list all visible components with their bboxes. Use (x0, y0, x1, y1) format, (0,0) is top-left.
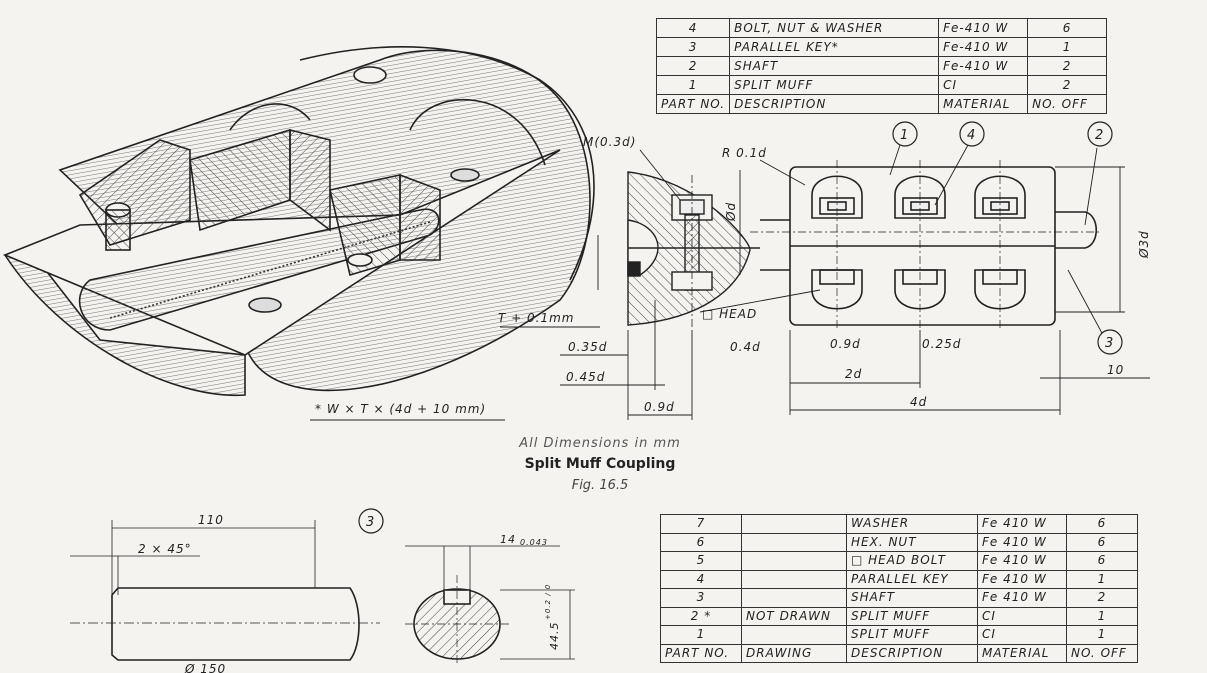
balloon-3-detail (358, 508, 384, 534)
shaft-detail (70, 520, 380, 661)
table-row: 7 WASHER Fe 410 W 6 (660, 514, 1138, 534)
balloon-3 (1097, 329, 1123, 355)
balloon-1-label: 1 (900, 128, 909, 143)
label-head: □ HEAD (702, 307, 757, 321)
balloon-3-label: 3 (1105, 336, 1114, 351)
label-2d: 2d (845, 367, 862, 381)
balloon-4-label: 4 (967, 128, 976, 143)
table-row: 1 SPLIT MUFF CI 1 (660, 625, 1138, 645)
label-od: Ød (724, 202, 738, 222)
label-09d-a: 0.9d (644, 400, 675, 414)
label-035d: 0.35d (568, 340, 607, 354)
bom-table-bottom: 7 WASHER Fe 410 W 6 6 HEX. NUT Fe 410 W … (660, 514, 1138, 663)
dimension-lines (500, 144, 1150, 420)
label-key-width: 14 (500, 533, 516, 546)
key-note: * W × T × (4d + 10 mm) (315, 402, 486, 416)
isometric-view (2, 46, 595, 397)
bom-table-top: 4 BOLT, NUT & WASHER Fe-410 W 6 3 PARALL… (655, 18, 1108, 114)
label-10: 10 (1107, 363, 1124, 377)
table-row: 3 SHAFT Fe 410 W 2 (660, 588, 1138, 608)
label-110: 110 (198, 513, 224, 527)
section-view (627, 171, 760, 330)
label-key-width-tol: 0.043 (520, 538, 548, 547)
label-chamfer: 2 × 45° (138, 542, 192, 556)
label-t-plus: T + 0.1mm (498, 311, 574, 325)
table-row: 2 SHAFT Fe-410 W 2 (655, 56, 1108, 76)
table-header-row: PART NO. DESCRIPTION MATERIAL NO. OFF (655, 94, 1108, 114)
label-m: M(0.3d) (583, 135, 636, 149)
units-caption: All Dimensions in mm (519, 436, 681, 451)
table-row: 5 □ HEAD BOLT Fe 410 W 6 (660, 551, 1138, 571)
label-dia150: Ø 150 (184, 662, 226, 673)
label-045d: 0.45d (566, 370, 605, 384)
label-04d: 0.4d (730, 340, 761, 354)
balloon-2 (1087, 121, 1113, 147)
label-09d-b: 0.9d (830, 337, 861, 351)
table-header-row: PART NO. DRAWING DESCRIPTION MATERIAL NO… (660, 643, 1138, 663)
part-balloons (358, 121, 1123, 534)
table-row: 1 SPLIT MUFF CI 2 (655, 75, 1108, 95)
label-depth-tol: +0.2 / 0 (544, 584, 552, 620)
table-row: 2 * NOT DRAWN SPLIT MUFF CI 1 (660, 606, 1138, 626)
label-4d: 4d (910, 395, 927, 409)
shaft-cross-section (405, 545, 575, 665)
balloon-2-label: 2 (1095, 128, 1104, 143)
table-row: 4 BOLT, NUT & WASHER Fe-410 W 6 (655, 18, 1108, 38)
label-o3d: Ø3d (1137, 230, 1151, 259)
figure-title: Split Muff Coupling (524, 456, 676, 472)
dimension-labels: M(0.3d) R 0.1d Ød Ø3d T + 0.1mm □ HEAD 0… (498, 135, 1151, 414)
label-r: R 0.1d (722, 146, 767, 160)
balloon-4 (959, 121, 985, 147)
label-025d: 0.25d (922, 337, 961, 351)
table-row: 6 HEX. NUT Fe 410 W 6 (660, 532, 1138, 552)
balloon-1 (892, 121, 918, 147)
label-depth: 44.5 (548, 622, 561, 651)
balloon-3-detail-label: 3 (366, 515, 375, 530)
front-view (750, 160, 1100, 330)
table-row: 4 PARALLEL KEY Fe 410 W 1 (660, 569, 1138, 589)
table-row: 3 PARALLEL KEY* Fe-410 W 1 (655, 37, 1108, 57)
figure-number: Fig. 16.5 (571, 478, 629, 493)
